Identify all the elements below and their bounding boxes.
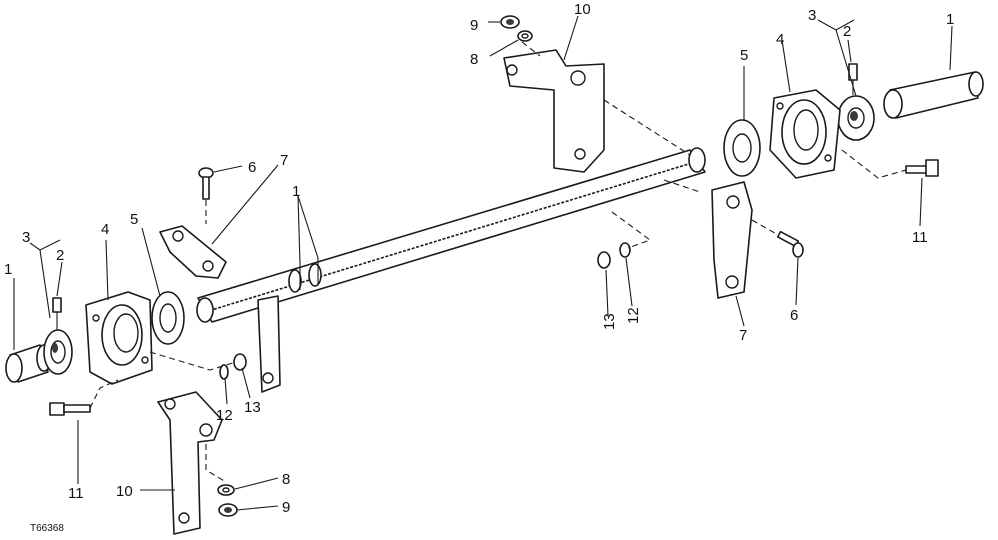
callout-9: 9 bbox=[470, 17, 478, 34]
callout-6: 6 bbox=[790, 307, 798, 324]
washer-right-upper bbox=[517, 30, 533, 42]
nut-right-shaft bbox=[597, 251, 611, 269]
callout-6: 6 bbox=[248, 159, 256, 176]
callout-2: 2 bbox=[56, 247, 64, 264]
callout-12: 12 bbox=[625, 307, 642, 324]
callout-8: 8 bbox=[282, 471, 290, 488]
seal-left bbox=[151, 291, 185, 345]
callout-2: 2 bbox=[843, 23, 851, 40]
seal-right bbox=[723, 119, 761, 177]
callouts: 1 3 2 4 5 6 7 1 12 13 11 10 8 9 9 8 10 5… bbox=[4, 1, 954, 516]
lift-link-left bbox=[157, 391, 223, 535]
callout-3: 3 bbox=[22, 229, 30, 246]
bushing-right bbox=[883, 71, 984, 119]
callout-13: 13 bbox=[244, 399, 261, 416]
nut-right-upper bbox=[500, 15, 520, 29]
nut-left-lower bbox=[218, 503, 238, 517]
lift-arm-left bbox=[159, 225, 227, 279]
callout-5: 5 bbox=[130, 211, 138, 228]
callout-1: 1 bbox=[4, 261, 12, 278]
callout-1: 1 bbox=[292, 183, 300, 200]
callout-10: 10 bbox=[574, 1, 591, 18]
nut-left-shaft bbox=[233, 353, 247, 371]
callout-12: 12 bbox=[216, 407, 233, 424]
drop-arm-left bbox=[257, 295, 281, 393]
bolt-right bbox=[751, 219, 804, 258]
bearing-left bbox=[43, 329, 73, 375]
callout-11: 11 bbox=[68, 485, 84, 502]
flange-housing-left bbox=[85, 291, 153, 385]
bolt-left bbox=[198, 167, 214, 224]
washer-left-shaft bbox=[219, 364, 229, 380]
callout-4: 4 bbox=[776, 31, 784, 48]
cap-screw-right bbox=[841, 149, 939, 179]
callout-4: 4 bbox=[101, 221, 109, 238]
callout-11: 11 bbox=[912, 229, 928, 246]
callout-8: 8 bbox=[470, 51, 478, 68]
callout-10: 10 bbox=[116, 483, 133, 500]
bearing-right bbox=[837, 95, 875, 141]
callout-9: 9 bbox=[282, 499, 290, 516]
flange-housing-right bbox=[769, 89, 841, 179]
callout-3: 3 bbox=[808, 7, 816, 24]
callout-13: 13 bbox=[601, 313, 618, 330]
rock-shaft bbox=[196, 147, 706, 323]
callout-7: 7 bbox=[280, 152, 288, 169]
washer-left-lower bbox=[217, 484, 235, 496]
lift-link-right bbox=[503, 49, 605, 173]
washer-right-shaft bbox=[619, 242, 631, 258]
lift-arm-right bbox=[711, 181, 753, 299]
callout-5: 5 bbox=[740, 47, 748, 64]
grease-fitting-left bbox=[52, 297, 62, 330]
callout-7: 7 bbox=[739, 327, 747, 344]
figure-id: T66368 bbox=[30, 523, 64, 534]
cap-screw-left bbox=[49, 379, 119, 416]
callout-1: 1 bbox=[946, 11, 954, 28]
grease-fitting-right bbox=[848, 63, 858, 95]
